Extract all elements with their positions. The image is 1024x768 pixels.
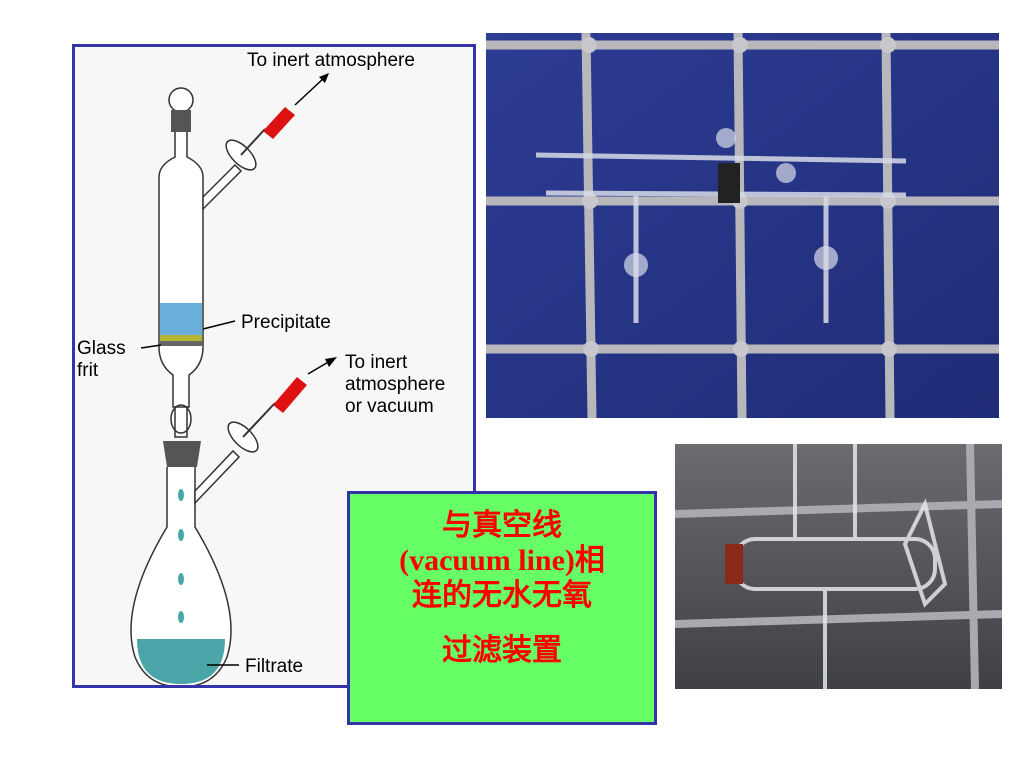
caption-line-1: 与真空线 <box>442 509 562 542</box>
label-glass-frit-1: Glass <box>77 338 126 359</box>
glass-frit <box>160 335 202 342</box>
filter-tube <box>158 132 204 408</box>
drop <box>178 489 184 501</box>
label-top-atmosphere: To inert atmosphere <box>247 50 415 71</box>
upper-tubing <box>263 107 295 139</box>
top-stopper <box>171 110 191 132</box>
glass-stopcock <box>733 444 948 689</box>
upper-arrow <box>319 73 329 83</box>
lower-stopper <box>163 441 201 467</box>
vacuum-line-photo <box>486 33 999 418</box>
label-bottom-inert-2: atmosphere <box>345 374 446 395</box>
drop <box>178 529 184 541</box>
caption-line-4: 过滤装置 <box>442 634 562 667</box>
lower-side-arm <box>194 449 241 505</box>
stopcock-closeup-photo <box>675 444 1002 689</box>
lower-arrow <box>325 357 337 367</box>
label-bottom-inert-3: or vacuum <box>345 396 434 417</box>
middle-stopcock <box>170 404 192 434</box>
drop <box>178 611 184 623</box>
precipitate-layer <box>160 303 202 337</box>
label-bottom-inert-1: To inert <box>345 352 408 373</box>
upper-side-arm <box>202 163 243 211</box>
label-filtrate: Filtrate <box>245 656 304 677</box>
rack-rods <box>675 444 1002 689</box>
drop <box>178 573 184 585</box>
precipitate-leader <box>202 320 236 330</box>
caption-box: 与真空线 (vacuum line)相 连的无水无氧 过滤装置 <box>347 491 657 725</box>
lower-tubing <box>273 377 307 413</box>
filtration-apparatus-diagram: To inert atmosphere Precipitate Glass fr… <box>72 44 476 688</box>
label-glass-frit-2: frit <box>77 360 99 381</box>
label-precipitate: Precipitate <box>241 312 331 333</box>
apparatus-drawing <box>130 73 337 685</box>
caption-line-3: 连的无水无氧 <box>412 579 592 612</box>
manifold-valve <box>718 163 740 203</box>
frit-leader <box>140 344 162 349</box>
top-stopper-bulb <box>168 87 194 113</box>
caption-line-2: (vacuum line)相 <box>399 544 605 577</box>
filtrate-liquid <box>137 639 225 684</box>
